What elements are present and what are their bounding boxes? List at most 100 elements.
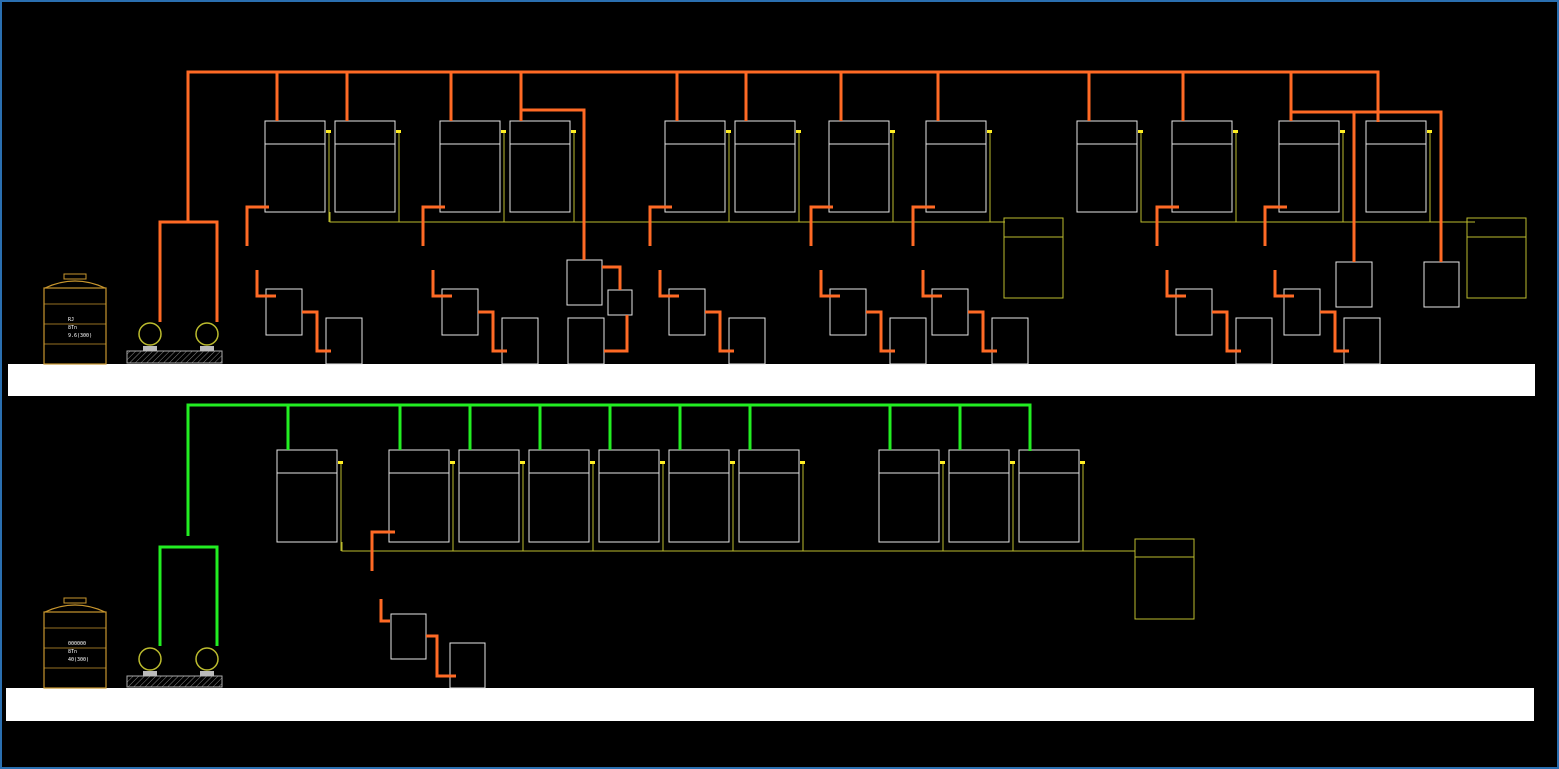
hot-pump-loop: [158, 220, 219, 322]
washer-unit-lower-8: [878, 449, 940, 543]
drain-lines: [328, 133, 1475, 552]
storage-tank-lower: [43, 597, 107, 689]
hot-hook-lower-level: [370, 530, 395, 571]
indicator-light: [940, 461, 945, 464]
tank-label-bottom-line-2: 8Tn: [68, 649, 78, 655]
supply-pipes: [158, 70, 1443, 678]
washer-unit-upper-6: [734, 120, 796, 213]
indicator-light: [326, 130, 331, 133]
drain-collector-left: [329, 212, 1005, 223]
hot-stair-lower: [426, 634, 456, 678]
floor-slabs: [6, 364, 1535, 721]
pump-icon: [138, 647, 162, 671]
washer-unit-upper-9: [1076, 120, 1138, 213]
basin-unit-2: [501, 317, 539, 365]
drain-tank-left: [1003, 217, 1064, 299]
pump-foot: [143, 671, 157, 676]
pump-foot: [143, 346, 157, 351]
hot-hook-lower-3: [658, 270, 679, 298]
dryer-base-unit: [567, 317, 605, 365]
equipment-units: [126, 120, 1527, 689]
hot-hook-3: [648, 205, 672, 246]
hot-dryer-return: [604, 315, 629, 353]
washer-unit-upper-1: [264, 120, 326, 213]
washer-unit-lower-7: [738, 449, 800, 543]
washer-unit-upper-12: [1365, 120, 1427, 213]
hot-stair-1: [302, 310, 331, 353]
hot-hook-lower-1: [255, 270, 276, 298]
hot-stair-4: [866, 310, 895, 353]
indicator-light: [1427, 130, 1432, 133]
hot-hook-7: [1263, 205, 1287, 246]
basin-unit-4: [889, 317, 927, 365]
sink-unit-lower: [390, 613, 427, 660]
indicator-light: [590, 461, 595, 464]
indicator-light: [800, 461, 805, 464]
washer-unit-lower-3: [458, 449, 520, 543]
storage-tank-icon: [44, 280, 106, 289]
right-unit-b: [1423, 261, 1460, 308]
hot-stair-7: [1320, 310, 1349, 353]
indicator-light: [396, 130, 401, 133]
pump-base-upper: [126, 350, 223, 364]
hot-stair-3: [705, 310, 734, 353]
washer-unit-upper-10: [1171, 120, 1233, 213]
hot-stair-5: [968, 310, 997, 353]
washer-unit-lower-5: [598, 449, 660, 543]
tank-label-bottom-line-3: 40(300): [68, 657, 90, 663]
dryer-unit-upper: [566, 259, 603, 306]
indicator-light: [501, 130, 506, 133]
floor-slab-lower: [6, 688, 1534, 721]
hot-hook-lower-6: [1165, 270, 1186, 298]
hot-hook-2: [421, 205, 445, 246]
hot-main-header: [186, 70, 1380, 222]
indicator-light: [1010, 461, 1015, 464]
washer-unit-upper-11: [1278, 120, 1340, 213]
tank-label-top-line-3: 9.6(300): [68, 333, 93, 339]
pump-foot: [200, 671, 214, 676]
indicator-light: [890, 130, 895, 133]
dryer-control-box: [607, 289, 633, 316]
drain-tank-lower: [1134, 538, 1195, 620]
hot-hook-4: [809, 205, 833, 246]
basin-unit-6: [1235, 317, 1273, 365]
washer-unit-upper-8: [925, 120, 987, 213]
indicator-light: [660, 461, 665, 464]
hot-stair-2: [478, 310, 507, 353]
storage-tank-upper: [43, 273, 107, 365]
basin-unit-lower: [449, 642, 486, 689]
storage-tank-icon: [43, 287, 107, 365]
basin-unit-7: [1343, 317, 1381, 365]
indicator-light: [1340, 130, 1345, 133]
basin-unit-5: [991, 317, 1029, 365]
cold-pump-loop: [158, 545, 219, 646]
washer-unit-upper-3: [439, 120, 501, 213]
indicator-light: [730, 461, 735, 464]
hot-dryer-link: [602, 265, 622, 290]
washer-unit-lower-6: [668, 449, 730, 543]
storage-tanks: [43, 273, 107, 689]
drain-collector-right: [1140, 212, 1475, 223]
hot-hook-lower-level-2: [379, 599, 390, 623]
right-unit-a: [1335, 261, 1373, 308]
hot-hook-5: [911, 205, 935, 246]
basin-unit-3: [728, 317, 766, 365]
tank-label-bottom-line-1: 000000: [68, 641, 87, 647]
storage-tank-icon: [43, 611, 107, 689]
washer-unit-lower-4: [528, 449, 590, 543]
washer-unit-upper-7: [828, 120, 890, 213]
washer-unit-upper-4: [509, 120, 571, 213]
pump-icon: [138, 322, 162, 346]
hot-branch-dryer: [521, 108, 586, 260]
indicator-light: [520, 461, 525, 464]
indicator-light: [1138, 130, 1143, 133]
hot-stair-6: [1212, 310, 1241, 353]
indicator-light: [1080, 461, 1085, 464]
pump-base-lower: [126, 675, 223, 688]
indicator-light: [338, 461, 343, 464]
storage-tank-icon: [44, 604, 106, 613]
indicator-light: [987, 130, 992, 133]
pump-icon: [195, 322, 219, 346]
indicator-light: [1233, 130, 1238, 133]
